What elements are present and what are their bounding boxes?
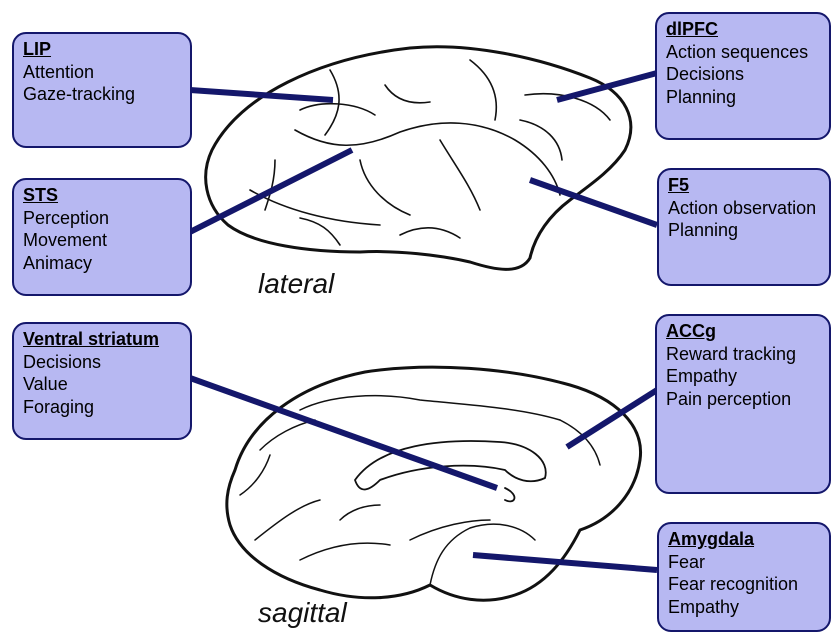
region-title: STS bbox=[23, 184, 182, 207]
region-function: Planning bbox=[666, 86, 821, 109]
region-box-accg: ACCg Reward tracking Empathy Pain percep… bbox=[655, 314, 831, 494]
region-function: Animacy bbox=[23, 252, 182, 275]
region-title: Amygdala bbox=[668, 528, 821, 551]
connector-sts bbox=[190, 150, 352, 232]
connector-accg bbox=[567, 390, 657, 447]
region-box-lip: LIP Attention Gaze-tracking bbox=[12, 32, 192, 148]
sagittal-view-label: sagittal bbox=[258, 597, 347, 629]
region-title: LIP bbox=[23, 38, 182, 61]
region-function: Pain perception bbox=[666, 388, 821, 411]
region-function: Value bbox=[23, 373, 182, 396]
region-function: Decisions bbox=[23, 351, 182, 374]
connector-lines bbox=[190, 73, 657, 570]
region-function: Empathy bbox=[666, 365, 821, 388]
region-title: ACCg bbox=[666, 320, 821, 343]
lateral-brain-drawing bbox=[206, 47, 631, 270]
region-function: Fear recognition bbox=[668, 573, 821, 596]
region-box-ventral-striatum: Ventral striatum Decisions Value Foragin… bbox=[12, 322, 192, 440]
region-function: Gaze-tracking bbox=[23, 83, 182, 106]
region-title: Ventral striatum bbox=[23, 328, 182, 351]
region-title: dlPFC bbox=[666, 18, 821, 41]
region-function: Empathy bbox=[668, 596, 821, 619]
region-function: Action observation bbox=[668, 197, 821, 220]
lateral-view-label: lateral bbox=[258, 268, 334, 300]
connector-dlpfc bbox=[557, 73, 657, 100]
region-function: Planning bbox=[668, 219, 821, 242]
region-box-f5: F5 Action observation Planning bbox=[657, 168, 831, 286]
region-box-amygdala: Amygdala Fear Fear recognition Empathy bbox=[657, 522, 831, 632]
region-function: Action sequences bbox=[666, 41, 821, 64]
region-title: F5 bbox=[668, 174, 821, 197]
connector-vs bbox=[190, 378, 497, 488]
region-function: Fear bbox=[668, 551, 821, 574]
region-function: Attention bbox=[23, 61, 182, 84]
region-box-dlpfc: dlPFC Action sequences Decisions Plannin… bbox=[655, 12, 831, 140]
region-function: Foraging bbox=[23, 396, 182, 419]
region-function: Movement bbox=[23, 229, 182, 252]
region-function: Decisions bbox=[666, 63, 821, 86]
region-box-sts: STS Perception Movement Animacy bbox=[12, 178, 192, 296]
region-function: Reward tracking bbox=[666, 343, 821, 366]
region-function: Perception bbox=[23, 207, 182, 230]
